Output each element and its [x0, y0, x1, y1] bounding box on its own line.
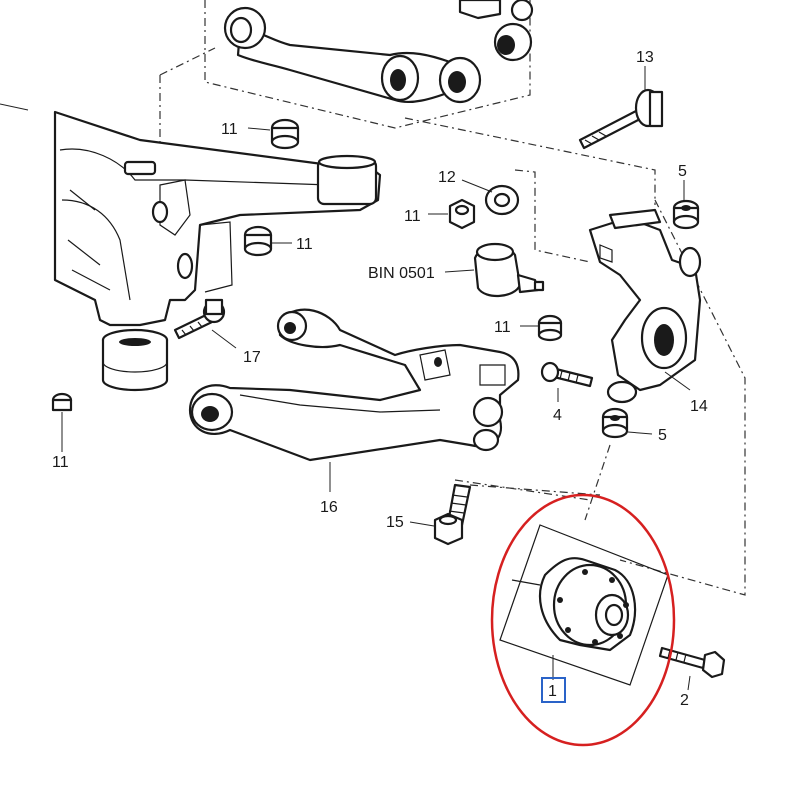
bushing-5-to-hub-line [584, 444, 611, 521]
nut-11-lower [537, 314, 563, 342]
label-16: 16 [320, 499, 338, 516]
bolt-15 [433, 483, 472, 546]
cut-line [0, 103, 29, 111]
nut-11-mid [243, 225, 273, 257]
bushing-5-upper [672, 199, 700, 230]
label-11-mid: 11 [296, 236, 313, 253]
label-2: 2 [680, 692, 689, 709]
highlight-box [541, 677, 566, 703]
part-labels: 11 11 11 11 11 12 13 5 BIN 0501 14 4 5 1… [52, 49, 708, 709]
bolt-4 [540, 361, 594, 388]
nut-11-upper [270, 118, 300, 150]
label-12: 12 [438, 169, 456, 186]
nut-11-knuckle [448, 198, 476, 230]
label-bin-0501: BIN 0501 [368, 265, 435, 282]
washer-12 [484, 184, 520, 216]
label-5-lower: 5 [658, 427, 667, 444]
label-11-lower: 11 [494, 319, 511, 336]
bolt-17 [173, 298, 226, 340]
label-15: 15 [386, 514, 404, 531]
ball-joint [473, 242, 545, 297]
leader-lines [61, 66, 691, 691]
label-13: 13 [636, 49, 654, 66]
label-11-upper: 11 [221, 121, 238, 138]
bushing-5-lower [601, 407, 629, 439]
hub-link-line [454, 479, 601, 501]
label-4: 4 [553, 407, 562, 424]
highlight-ellipse [490, 493, 676, 747]
knuckle-14 [588, 208, 702, 404]
label-5-upper: 5 [678, 163, 687, 180]
lower-control-arm-16 [188, 308, 520, 462]
subframe [51, 110, 382, 412]
knuckle-assembly-box [404, 117, 746, 596]
label-14: 14 [690, 398, 708, 415]
wheel-hub-1 [499, 524, 669, 686]
upper-control-arm [223, 0, 534, 104]
bolt-13 [578, 88, 664, 150]
label-11-left: 11 [52, 454, 69, 471]
label-11-knuckle: 11 [404, 208, 421, 225]
label-1: 1 [548, 683, 557, 700]
label-17: 17 [243, 349, 261, 366]
